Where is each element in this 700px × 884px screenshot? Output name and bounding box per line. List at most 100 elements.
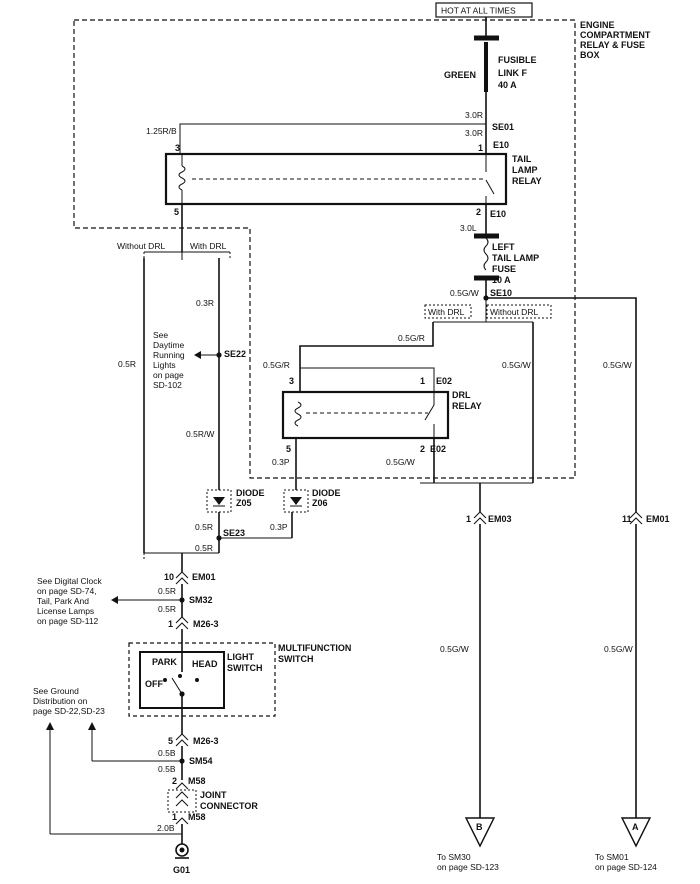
conn-e02-bottom: E02	[430, 444, 446, 454]
conn-m58a: M58	[188, 776, 206, 786]
conn-m263a: M26-3	[193, 619, 219, 629]
drl-relay-pin3: 3	[289, 376, 294, 386]
wire-0.5GW-em01r: 0.5G/W	[604, 644, 633, 654]
tail-relay-name-2: LAMP	[512, 165, 538, 175]
note-clock-5: on page SD-112	[37, 616, 99, 626]
wire-0.5B-b: 0.5B	[158, 764, 176, 774]
fuse-box-outline	[73, 19, 576, 479]
tail-relay-pin5: 5	[174, 207, 179, 217]
to-a-1: To SM01	[595, 852, 629, 862]
fusible-name-3: 40 A	[498, 80, 517, 90]
wire-3.0R-a: 3.0R	[465, 110, 483, 120]
drl-relay-coil	[294, 401, 302, 427]
tail-relay-name-1: TAIL	[512, 154, 532, 164]
offpage-b-label: B	[476, 822, 483, 832]
fusible-name-2: LINK F	[498, 68, 527, 78]
wire-0.5GW-right: 0.5G/W	[603, 360, 632, 370]
offpage-a-label: A	[632, 822, 639, 832]
drl-relay-contact	[424, 404, 435, 421]
wire-3.0L: 3.0L	[460, 223, 477, 233]
diode-z05-1: DIODE	[236, 488, 265, 498]
wire-0.5GW-relay: 0.5G/W	[386, 457, 415, 467]
opt-without-drl-left: Without DRL	[117, 241, 165, 251]
pin-em01r: 11	[622, 514, 632, 524]
switch-lever	[171, 677, 183, 695]
joint-1: JOINT	[200, 790, 227, 800]
wire-0.5GW-drl: 0.5G/W	[502, 360, 531, 370]
offpage-b	[464, 817, 496, 848]
to-b-2: on page SD-123	[437, 862, 499, 872]
note-clock-2: on page SD-74,	[37, 586, 97, 596]
to-a-2: on page SD-124	[595, 862, 657, 872]
wire-0.5GR-top: 0.5G/R	[398, 333, 425, 343]
wire-0.5GW-se10: 0.5G/W	[450, 288, 479, 298]
tail-relay-pin2: 2	[476, 207, 481, 217]
se22-arrow	[194, 351, 201, 359]
box-title-2: COMPARTMENT	[580, 30, 651, 40]
wire-0.5RW: 0.5R/W	[186, 429, 214, 439]
diode-z06-1: DIODE	[312, 488, 341, 498]
hot-label: HOT AT ALL TIMES	[441, 6, 516, 16]
note-ground-3: page SD-22,SD-23	[33, 706, 105, 716]
note-clock-1: See Digital Clock	[37, 576, 102, 586]
note-ground-1: See Ground	[33, 686, 79, 696]
note-clock-4: License Lamps	[37, 606, 94, 616]
box-title-1: ENGINE	[580, 20, 615, 30]
switch-off: OFF	[145, 679, 163, 689]
wire-0.5R-se23: 0.5R	[195, 543, 213, 553]
pin-m58b: 1	[172, 812, 177, 822]
switch-title-1: MULTIFUNCTION	[278, 643, 351, 653]
wire-0.5R-sm32: 0.5R	[158, 604, 176, 614]
switch-title-2: SWITCH	[278, 654, 314, 664]
switch-name-2: SWITCH	[227, 663, 263, 673]
wire-2.0B: 2.0B	[157, 823, 175, 833]
conn-se10: SE10	[490, 288, 512, 298]
switch-head: HEAD	[192, 659, 218, 669]
joint-connector	[167, 789, 197, 813]
conn-em01: EM01	[192, 572, 216, 582]
note-ground-2: Distribution on	[33, 696, 88, 706]
pin-em03: 1	[466, 514, 471, 524]
drl-relay-name-1: DRL	[452, 390, 471, 400]
tail-fuse-1: LEFT	[492, 242, 515, 252]
tail-fuse	[483, 237, 489, 271]
tail-relay-name-3: RELAY	[512, 176, 542, 186]
note-drl-1: See	[153, 330, 168, 340]
box-title-3: RELAY & FUSE	[580, 40, 645, 50]
joint-2: CONNECTOR	[200, 801, 258, 811]
hot-label-box	[435, 2, 533, 18]
tail-relay-pin3: 3	[175, 143, 180, 153]
conn-g01: G01	[173, 865, 190, 875]
sm32-arrow	[111, 596, 118, 604]
drl-relay-pin2: 2	[420, 444, 425, 454]
pin-m58a: 2	[172, 776, 177, 786]
multifunction-switch	[128, 642, 276, 717]
ground-arrow	[46, 722, 54, 730]
to-b-1: To SM30	[437, 852, 471, 862]
conn-sm32: SM32	[189, 595, 213, 605]
tail-fuse-2: TAIL LAMP	[492, 253, 539, 263]
conn-m263b: M26-3	[193, 736, 219, 746]
opt-with-drl-left: With DRL	[190, 241, 227, 251]
box-title-4: BOX	[580, 50, 600, 60]
pin-em01: 10	[164, 572, 174, 582]
diode-z05-2: Z05	[236, 498, 252, 508]
drl-relay	[281, 390, 450, 440]
tail-lamp-relay	[164, 152, 508, 206]
wire-0.3R: 0.3R	[196, 298, 214, 308]
wire-0.5R-z05: 0.5R	[195, 522, 213, 532]
note-drl-6: SD-102	[153, 380, 182, 390]
conn-se23: SE23	[223, 528, 245, 538]
fusible-color: GREEN	[444, 70, 476, 80]
pin-m263a: 1	[168, 619, 173, 629]
wire-0.3P-z06: 0.3P	[270, 522, 288, 532]
tail-relay-pin1: 1	[478, 143, 483, 153]
conn-e10-top: E10	[493, 140, 509, 150]
tail-relay-contact	[485, 179, 495, 195]
wire-0.5R-em01: 0.5R	[158, 586, 176, 596]
conn-se01: SE01	[492, 122, 514, 132]
wire-1.25RB: 1.25R/B	[146, 126, 177, 136]
wire-0.3P-relay: 0.3P	[272, 457, 290, 467]
